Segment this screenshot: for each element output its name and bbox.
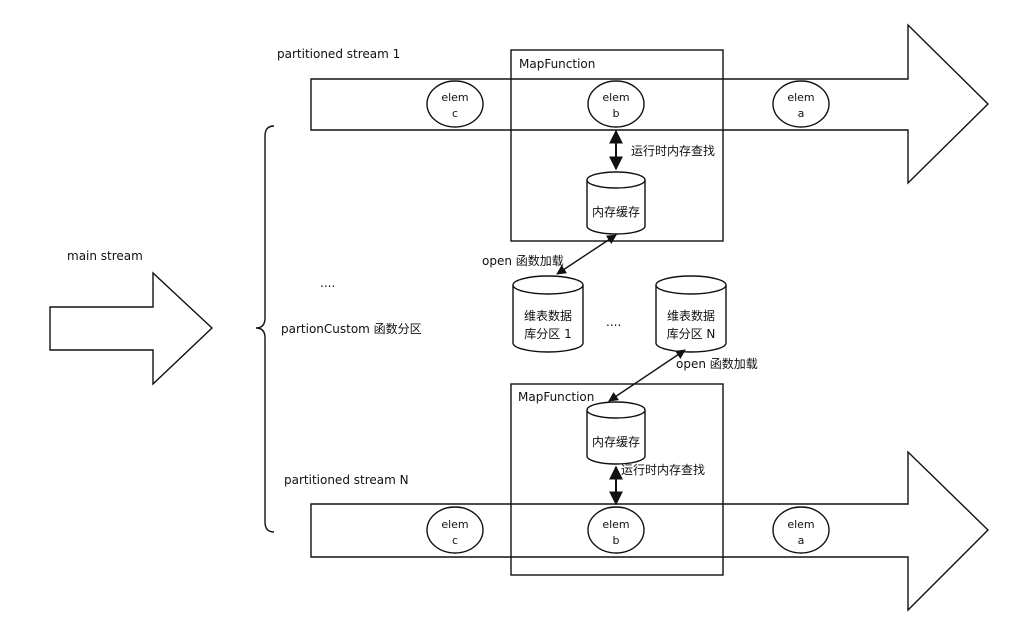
elem-label: elem — [441, 518, 468, 531]
stream-n-elem-c: elem c — [426, 506, 484, 554]
elem-id: b — [613, 534, 620, 547]
stream-n-elem-b: elem b — [587, 506, 645, 554]
partitioned-stream-1-arrow — [310, 23, 989, 185]
elem-label: elem — [787, 518, 814, 531]
elem-id: c — [452, 107, 458, 120]
open-load-label-bottom: open 函数加载 — [676, 356, 758, 371]
map-function-label-top: MapFunction — [519, 57, 595, 71]
stream-n-label: partitioned stream N — [284, 473, 409, 487]
partition-1-line2: 库分区 1 — [524, 326, 571, 341]
open-load-arrow-bottom — [608, 349, 686, 402]
elem-label: elem — [602, 91, 629, 104]
partition-n-line1: 维表数据 — [667, 308, 715, 323]
cache-label: 内存缓存 — [592, 205, 640, 219]
map-function-label-bottom: MapFunction — [518, 390, 594, 404]
main-stream-arrow — [49, 271, 214, 386]
dim-table-partition-1: 维表数据 库分区 1 — [512, 275, 584, 353]
stream-1-label: partitioned stream 1 — [277, 47, 400, 61]
runtime-lookup-label-bottom: 运行时内存查找 — [621, 463, 705, 477]
elem-id: a — [798, 534, 805, 547]
partition-1-line1: 维表数据 — [524, 308, 572, 323]
dim-table-partition-n: 维表数据 库分区 N — [655, 275, 727, 353]
partitioned-stream-n-arrow — [310, 450, 989, 612]
main-stream-label: main stream — [67, 249, 143, 263]
stream-n-elem-a: elem a — [772, 506, 830, 554]
open-load-arrow-top — [556, 234, 617, 275]
elem-label: elem — [441, 91, 468, 104]
open-load-label-top: open 函数加载 — [482, 253, 564, 268]
runtime-lookup-label-top: 运行时内存查找 — [631, 144, 715, 158]
ellipsis-left: .... — [320, 276, 335, 290]
ellipsis-middle: .... — [606, 315, 621, 329]
stream-1-elem-b: elem b — [587, 80, 645, 128]
elem-id: a — [798, 107, 805, 120]
stream-1-elem-c: elem c — [426, 80, 484, 128]
elem-id: c — [452, 534, 458, 547]
elem-label: elem — [602, 518, 629, 531]
memory-cache-top: 内存缓存 — [586, 171, 646, 235]
memory-cache-bottom: 内存缓存 — [586, 401, 646, 465]
partition-brace — [255, 125, 275, 533]
partition-function-label: partionCustom 函数分区 — [281, 321, 422, 336]
map-function-box-top — [510, 49, 724, 242]
elem-id: b — [613, 107, 620, 120]
elem-label: elem — [787, 91, 814, 104]
partition-n-line2: 库分区 N — [667, 326, 716, 341]
cache-label: 内存缓存 — [592, 435, 640, 449]
stream-1-elem-a: elem a — [772, 80, 830, 128]
